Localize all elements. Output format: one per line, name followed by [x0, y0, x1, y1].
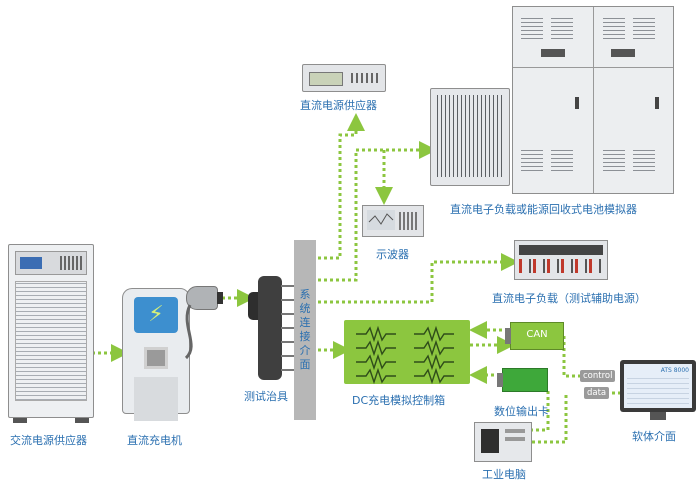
label-ac-supply: 交流电源供应器 [10, 434, 87, 447]
label-test-fixture: 测试治具 [244, 390, 288, 403]
system-interface-bar [294, 240, 316, 420]
label-battery-sim: 直流电子负载或能源回收式电池模拟器 [450, 203, 637, 216]
label-industrial-pc: 工业电脑 [482, 468, 526, 481]
energy-recovery-cabinet [512, 6, 674, 194]
wire-to-battery-sim [318, 141, 437, 282]
screen-title: ATS 8000 [660, 367, 689, 374]
industrial-pc [474, 422, 532, 462]
oscilloscope [362, 205, 424, 237]
label-oscilloscope: 示波器 [376, 248, 409, 261]
label-aux-load: 直流电子负载（测试辅助电源） [492, 292, 646, 305]
monitor-stand [650, 412, 666, 420]
wire-to-dc-supply [318, 113, 365, 260]
charging-cable [184, 304, 193, 360]
wire-pc-to-dio [528, 395, 568, 444]
label-dc-sim-box: DC充电模拟控制箱 [352, 394, 446, 407]
dc-charger: ⚡ [122, 288, 190, 421]
data-tag: data [584, 387, 610, 399]
charging-plug [186, 286, 223, 310]
wire-to-aux-load [318, 253, 519, 304]
label-software: 软体介面 [632, 430, 676, 443]
wire-data [528, 391, 550, 432]
control-tag: control [580, 370, 616, 382]
dc-power-supply [302, 64, 386, 92]
can-card: CAN [505, 322, 564, 350]
aux-electronic-load [514, 240, 608, 280]
dc-sim-control-box [344, 320, 470, 385]
label-system-interface: 系统连接介面 [299, 288, 311, 371]
label-dc-supply: 直流电源供应器 [300, 99, 377, 112]
label-digital-io: 数位输出卡 [494, 405, 549, 418]
lightning-icon: ⚡ [134, 297, 178, 333]
battery-simulator [430, 88, 510, 186]
digital-output-card [497, 368, 548, 392]
ac-supply-cabinet [8, 244, 94, 423]
test-fixture [248, 276, 282, 380]
label-dc-charger: 直流充电机 [127, 434, 182, 447]
wire-control [562, 336, 580, 378]
can-label: CAN [526, 329, 548, 340]
software-monitor: ATS 8000 [620, 360, 696, 412]
